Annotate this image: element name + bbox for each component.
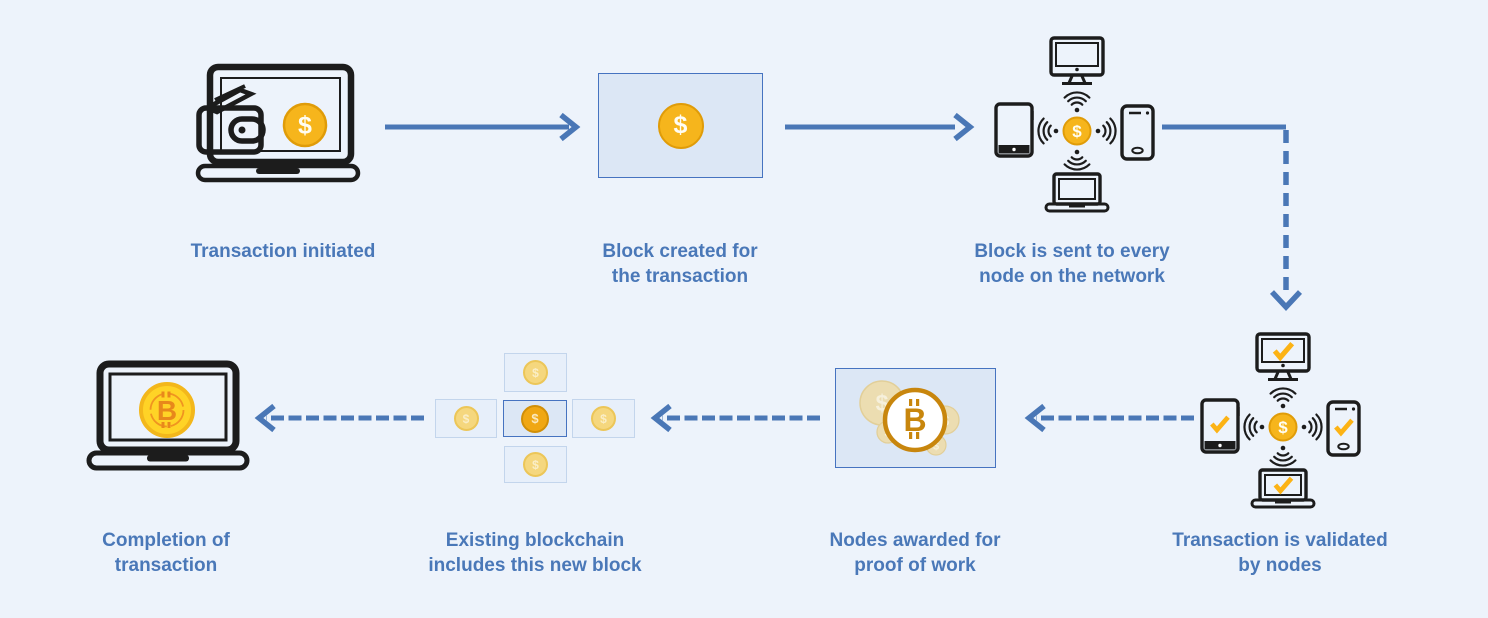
network-validated-icon: $ [1200,332,1361,509]
proof-of-work-icon: $ $ $ $ B [859,380,960,456]
chain-block-left: $ [435,399,497,438]
checkmark-icon [1275,478,1291,491]
wifi-signal-icon [1300,413,1323,441]
dollar-symbol: $ [298,112,312,140]
arrow-created-to-sent [785,112,975,142]
smartphone-icon [1120,104,1155,161]
arrow-awarded-to-blockchain [650,403,820,433]
blockchain-cross-icon: $ $ $ $ $ [435,353,635,483]
bitcoin-symbol: B [157,395,177,426]
dollar-symbol: $ [933,441,939,453]
dollar-coin-icon: $ [521,404,549,433]
smartphone-icon [1326,400,1361,457]
step-label-block-created: Block created for the transaction [602,241,758,287]
laptop-icon [86,360,250,471]
network-broadcast-icon: $ [994,36,1155,213]
laptop-icon [195,63,361,183]
desktop-icon [1255,332,1311,381]
wifi-signal-icon [1243,413,1266,441]
chain-block-new: $ [503,400,567,437]
laptop-icon [1044,172,1110,213]
laptop-wallet-icon: $ [195,63,361,183]
dollar-coin-icon: $ [1062,116,1092,146]
dollar-symbol: $ [531,411,539,426]
step-label-transaction-initiated: Transaction initiated [190,241,376,262]
checkmark-icon [1275,344,1292,358]
dollar-symbol: $ [673,111,688,139]
arrow-blockchain-to-completion [254,403,424,433]
bitcoin-coin-icon: B [139,382,195,438]
dollar-symbol: $ [600,411,607,426]
wifi-signal-icon [1269,444,1297,467]
dollar-coin-icon: $ [453,406,479,431]
laptop-bitcoin-icon: B [86,360,250,471]
dollar-symbol: $ [1072,122,1082,141]
bitcoin-symbol: B [903,402,926,438]
chain-block-bottom: $ [504,446,567,483]
bitcoin-coin-icon: B [882,387,948,453]
wifi-signal-icon [1037,117,1060,145]
dollar-coin-icon: $ [282,102,328,148]
dollar-symbol: $ [462,411,470,426]
step-label-existing-blockchain: Existing blockchain includes this new bl… [428,530,642,576]
arrow-sent-to-validated [1162,124,1303,312]
dollar-symbol: $ [532,365,539,380]
step-label-nodes-awarded: Nodes awarded for proof of work [829,530,1001,576]
arrow-validated-to-awarded [1024,403,1194,433]
wallet-icon [196,84,266,155]
chain-block-right: $ [572,399,635,438]
wifi-signal-icon [1063,148,1091,171]
dollar-symbol: $ [532,457,539,472]
dollar-coin-icon: $ [657,102,704,149]
wifi-signal-icon [1063,91,1091,114]
dollar-coin-icon: $ [523,452,548,477]
step-label-transaction-validated: Transaction is validated by nodes [1172,530,1388,576]
desktop-icon [1049,36,1105,85]
wifi-signal-icon [1094,117,1117,145]
tablet-icon [1200,398,1240,454]
checkmark-icon [1212,417,1228,430]
dollar-symbol: $ [1278,418,1288,437]
wifi-signal-icon [1269,387,1297,410]
dollar-coin-icon: $ [523,360,548,385]
checkmark-icon [1336,420,1352,433]
step-label-block-sent: Block is sent to every node on the netwo… [974,241,1170,287]
block-created-icon: $ [598,73,763,178]
tablet-icon [994,102,1034,158]
arrow-initiated-to-created [385,112,581,142]
dollar-coin-icon: $ [591,406,616,431]
step-label-completion: Completion of transaction [102,530,230,576]
laptop-icon [1250,468,1316,509]
block-awarded-icon: $ $ $ $ B [835,368,996,468]
chain-block-top: $ [504,353,567,392]
dollar-coin-icon: $ [1268,412,1298,442]
